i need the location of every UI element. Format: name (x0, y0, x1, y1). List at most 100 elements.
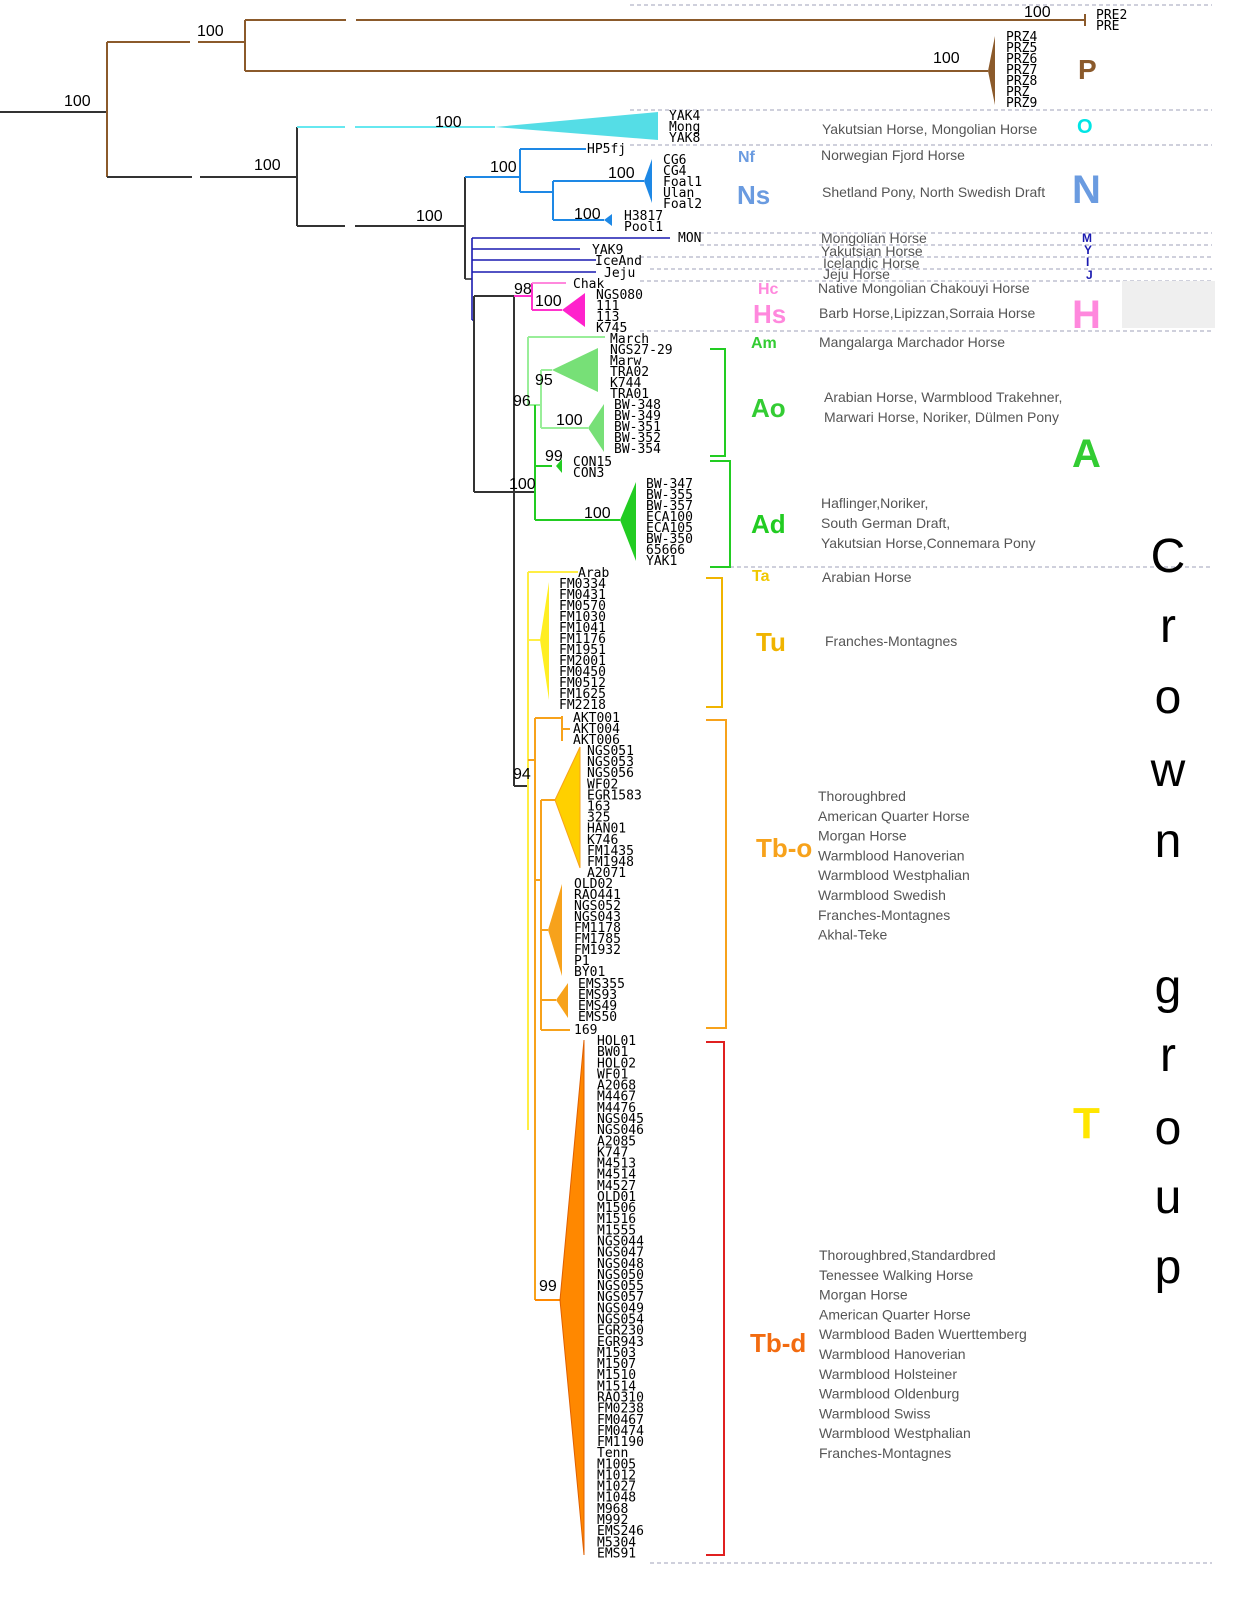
bootstrap-label: 94 (513, 766, 531, 783)
ao-upper-triangle (552, 348, 598, 392)
leaf-name: FM1176 (559, 632, 606, 647)
clade-letters: P O N M Y I J H A T (1072, 54, 1101, 1148)
crown-group-letter: w (1150, 744, 1186, 797)
leaf-name: EMS49 (578, 999, 617, 1014)
leaf-name: Foal2 (663, 197, 702, 212)
leaf-name: M4514 (597, 1168, 636, 1183)
crown-group-letter: n (1155, 815, 1182, 868)
leaf-name: NGS051 (587, 744, 634, 759)
leaf-name: M1012 (597, 1468, 636, 1483)
leaf-name: A2085 (597, 1134, 636, 1149)
leaf-name: FM1178 (574, 921, 621, 936)
clade-o: O (1077, 116, 1093, 138)
ao-lower-triangle (588, 404, 604, 452)
leaf-name: WF01 (597, 1067, 628, 1082)
breed-line: Franches-Montagnes (819, 1445, 951, 1461)
leaf-name: CG6 (663, 153, 686, 168)
breed-line: Warmblood Hanoverian (818, 847, 965, 863)
leaf-name: EGR1583 (587, 788, 642, 803)
leaf-name: A2068 (597, 1079, 636, 1094)
leaf-name: FM0474 (597, 1424, 644, 1439)
leaf-name: CON15 (573, 455, 612, 470)
leaf-name: BW-351 (614, 420, 661, 435)
leaf-name: HOL01 (597, 1034, 636, 1049)
leaf-name: BW-352 (614, 431, 661, 446)
leaf-name: K746 (587, 833, 618, 848)
breed-line: Warmblood Westphalian (819, 1425, 971, 1441)
leaf-name: EGR943 (597, 1335, 644, 1350)
leaf-name: NGS045 (597, 1112, 644, 1127)
leaf-name: BY01 (574, 965, 605, 980)
breed-tu: Franches-Montagnes (825, 633, 957, 649)
leaf-name: TRA02 (610, 365, 649, 380)
leaf-name: ECA100 (646, 510, 693, 525)
leaf-name: FM0450 (559, 665, 606, 680)
bootstrap-label: 99 (539, 1278, 557, 1295)
leaf-name: EGR230 (597, 1324, 644, 1339)
leaf-name: M4513 (597, 1157, 636, 1172)
leaf-name: OLD02 (574, 877, 613, 892)
leaf-name: HOL02 (597, 1056, 636, 1071)
leaf-name: NGS052 (574, 899, 621, 914)
h-branches (514, 282, 566, 311)
leaf-name: FM1932 (574, 943, 621, 958)
leaf-name: ECA105 (646, 521, 693, 536)
leaf-name: NGS080 (596, 288, 643, 303)
leaf-name: M1506 (597, 1201, 636, 1216)
leaf-name: YAK8 (669, 131, 700, 146)
leaf-name: M4476 (597, 1101, 636, 1116)
bootstrap-label: 100 (509, 476, 536, 493)
leaf-name: EMS50 (578, 1010, 617, 1025)
bootstrap-label: 95 (535, 372, 553, 389)
leaf-name: M992 (597, 1513, 628, 1528)
subclade-ta: Ta (752, 568, 770, 585)
leaf-name: PRZ4 (1006, 30, 1037, 45)
crown-group-letter: C (1151, 530, 1186, 583)
leaf-name: Pool1 (624, 220, 663, 235)
a-branches (514, 336, 620, 521)
leaf-name: PRZ7 (1006, 63, 1037, 78)
leaf-name: BW-349 (614, 409, 661, 424)
breed-line: Marwari Horse, Noriker, Dülmen Pony (824, 409, 1059, 425)
breed-line: American Quarter Horse (818, 808, 970, 824)
leaf-name: FM1435 (587, 844, 634, 859)
tbd-triangle (559, 1039, 585, 1556)
leaf-name: FM2001 (559, 654, 606, 669)
subclade-ns: Ns (737, 180, 770, 210)
leaf-name: FM2218 (559, 698, 606, 713)
bootstrap-label: 98 (514, 281, 532, 298)
leaf-name: PRZ9 (1006, 96, 1037, 111)
leaf-name: PRE (1096, 19, 1119, 34)
leaf-name: OLD01 (597, 1190, 636, 1205)
leaf-name: M1555 (597, 1223, 636, 1238)
breed-o: Yakutsian Horse, Mongolian Horse (822, 121, 1038, 137)
leaf-name: YAK1 (646, 554, 677, 569)
leaf-name: PRZ6 (1006, 52, 1037, 67)
leaf-name: EMS246 (597, 1524, 644, 1539)
crown-group-letter: p (1155, 1241, 1182, 1294)
leaf-name: NGS056 (587, 766, 634, 781)
leaf-name: March (610, 332, 649, 347)
leaf-name: Marw (610, 354, 641, 369)
hs-triangle (562, 293, 585, 327)
leaf-name: M1510 (597, 1368, 636, 1383)
n-branches (465, 148, 644, 221)
breed-line: Warmblood Holsteiner (819, 1366, 957, 1382)
subclade-hc: Hc (758, 281, 779, 298)
o-triangle (495, 112, 658, 140)
breed-line: Warmblood Swedish (818, 887, 946, 903)
clade-t: T (1073, 1099, 1100, 1148)
breed-line: American Quarter Horse (819, 1306, 971, 1322)
bootstrap-label: 100 (254, 157, 281, 174)
bootstrap-label: 100 (490, 159, 517, 176)
bootstrap-label: 100 (608, 165, 635, 182)
